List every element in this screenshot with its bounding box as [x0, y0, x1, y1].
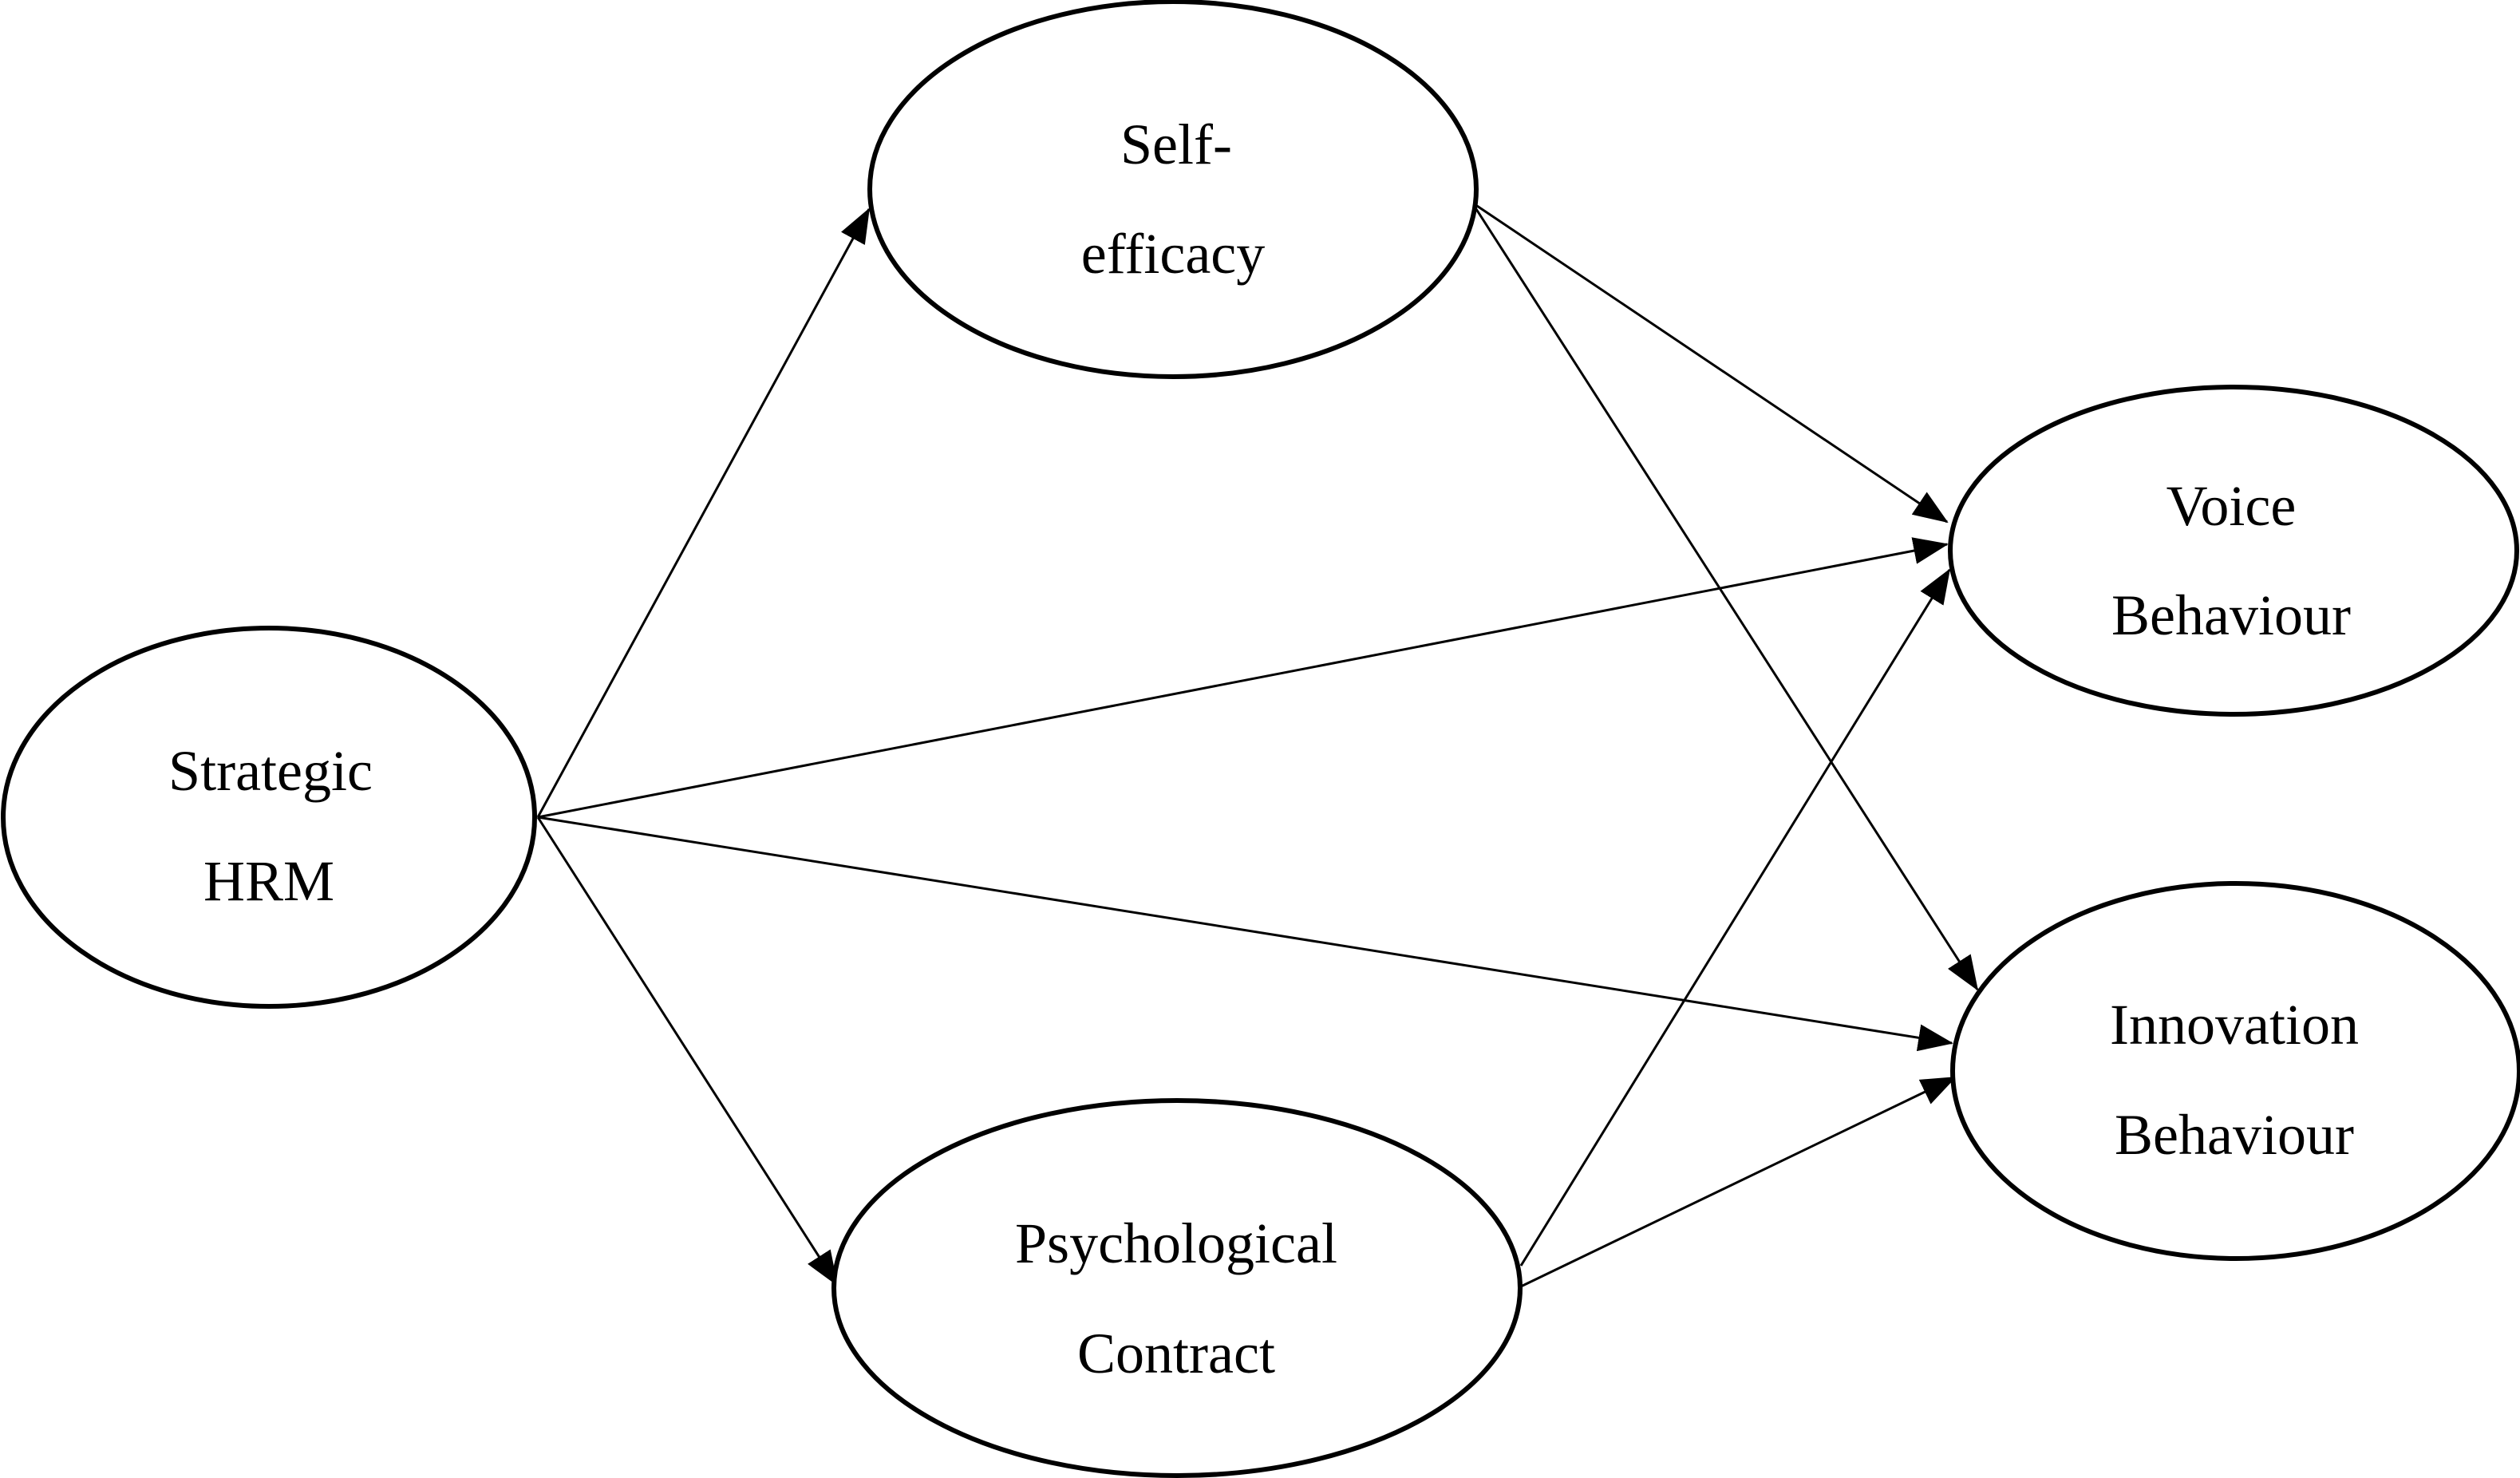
- self-efficacy-ellipse: [867, 0, 1479, 379]
- strategic-hrm-ellipse: [1, 626, 537, 1009]
- node-voice-behaviour: Voice Behaviour: [1948, 385, 2519, 717]
- arrow-strategic-hrm-to-innovation-behaviour: [537, 816, 1953, 1052]
- arrow-strategic-hrm-to-voice-behaviour: [537, 537, 1949, 819]
- node-psychological-contract: Psychological Contract: [831, 1098, 1523, 1478]
- self-efficacy-label-line1: Self-: [1120, 113, 1232, 176]
- arrow-strategic-hrm-to-self-efficacy: [536, 207, 871, 818]
- innovation-behaviour-label-line1: Innovation: [2110, 993, 2359, 1057]
- innovation-behaviour-label-line2: Behaviour: [2115, 1103, 2354, 1167]
- psychological-contract-label-line1: Psychological: [1015, 1211, 1337, 1275]
- arrow-psychological-contract-to-voice-behaviour: [1519, 568, 1951, 1267]
- node-innovation-behaviour: Innovation Behaviour: [1950, 881, 2520, 1261]
- node-self-efficacy: Self- efficacy: [867, 0, 1479, 379]
- arrow-strategic-hrm-to-psychological-contract: [536, 816, 839, 1286]
- voice-behaviour-ellipse: [1948, 385, 2519, 717]
- psychological-contract-ellipse: [831, 1098, 1523, 1478]
- voice-behaviour-label-line1: Voice: [2166, 474, 2297, 538]
- strategic-hrm-label-line2: HRM: [203, 849, 334, 913]
- arrow-self-efficacy-to-innovation-behaviour: [1475, 208, 1979, 991]
- innovation-behaviour-ellipse: [1950, 881, 2520, 1261]
- voice-behaviour-label-line2: Behaviour: [2111, 583, 2351, 647]
- edges: [536, 203, 1979, 1288]
- psychological-contract-label-line2: Contract: [1077, 1322, 1275, 1385]
- node-strategic-hrm: Strategic HRM: [1, 626, 537, 1009]
- strategic-hrm-label-line1: Strategic: [168, 739, 373, 803]
- self-efficacy-label-line2: efficacy: [1081, 222, 1265, 286]
- arrow-psychological-contract-to-innovation-behaviour: [1520, 1076, 1957, 1288]
- arrow-self-efficacy-to-voice-behaviour: [1474, 203, 1949, 524]
